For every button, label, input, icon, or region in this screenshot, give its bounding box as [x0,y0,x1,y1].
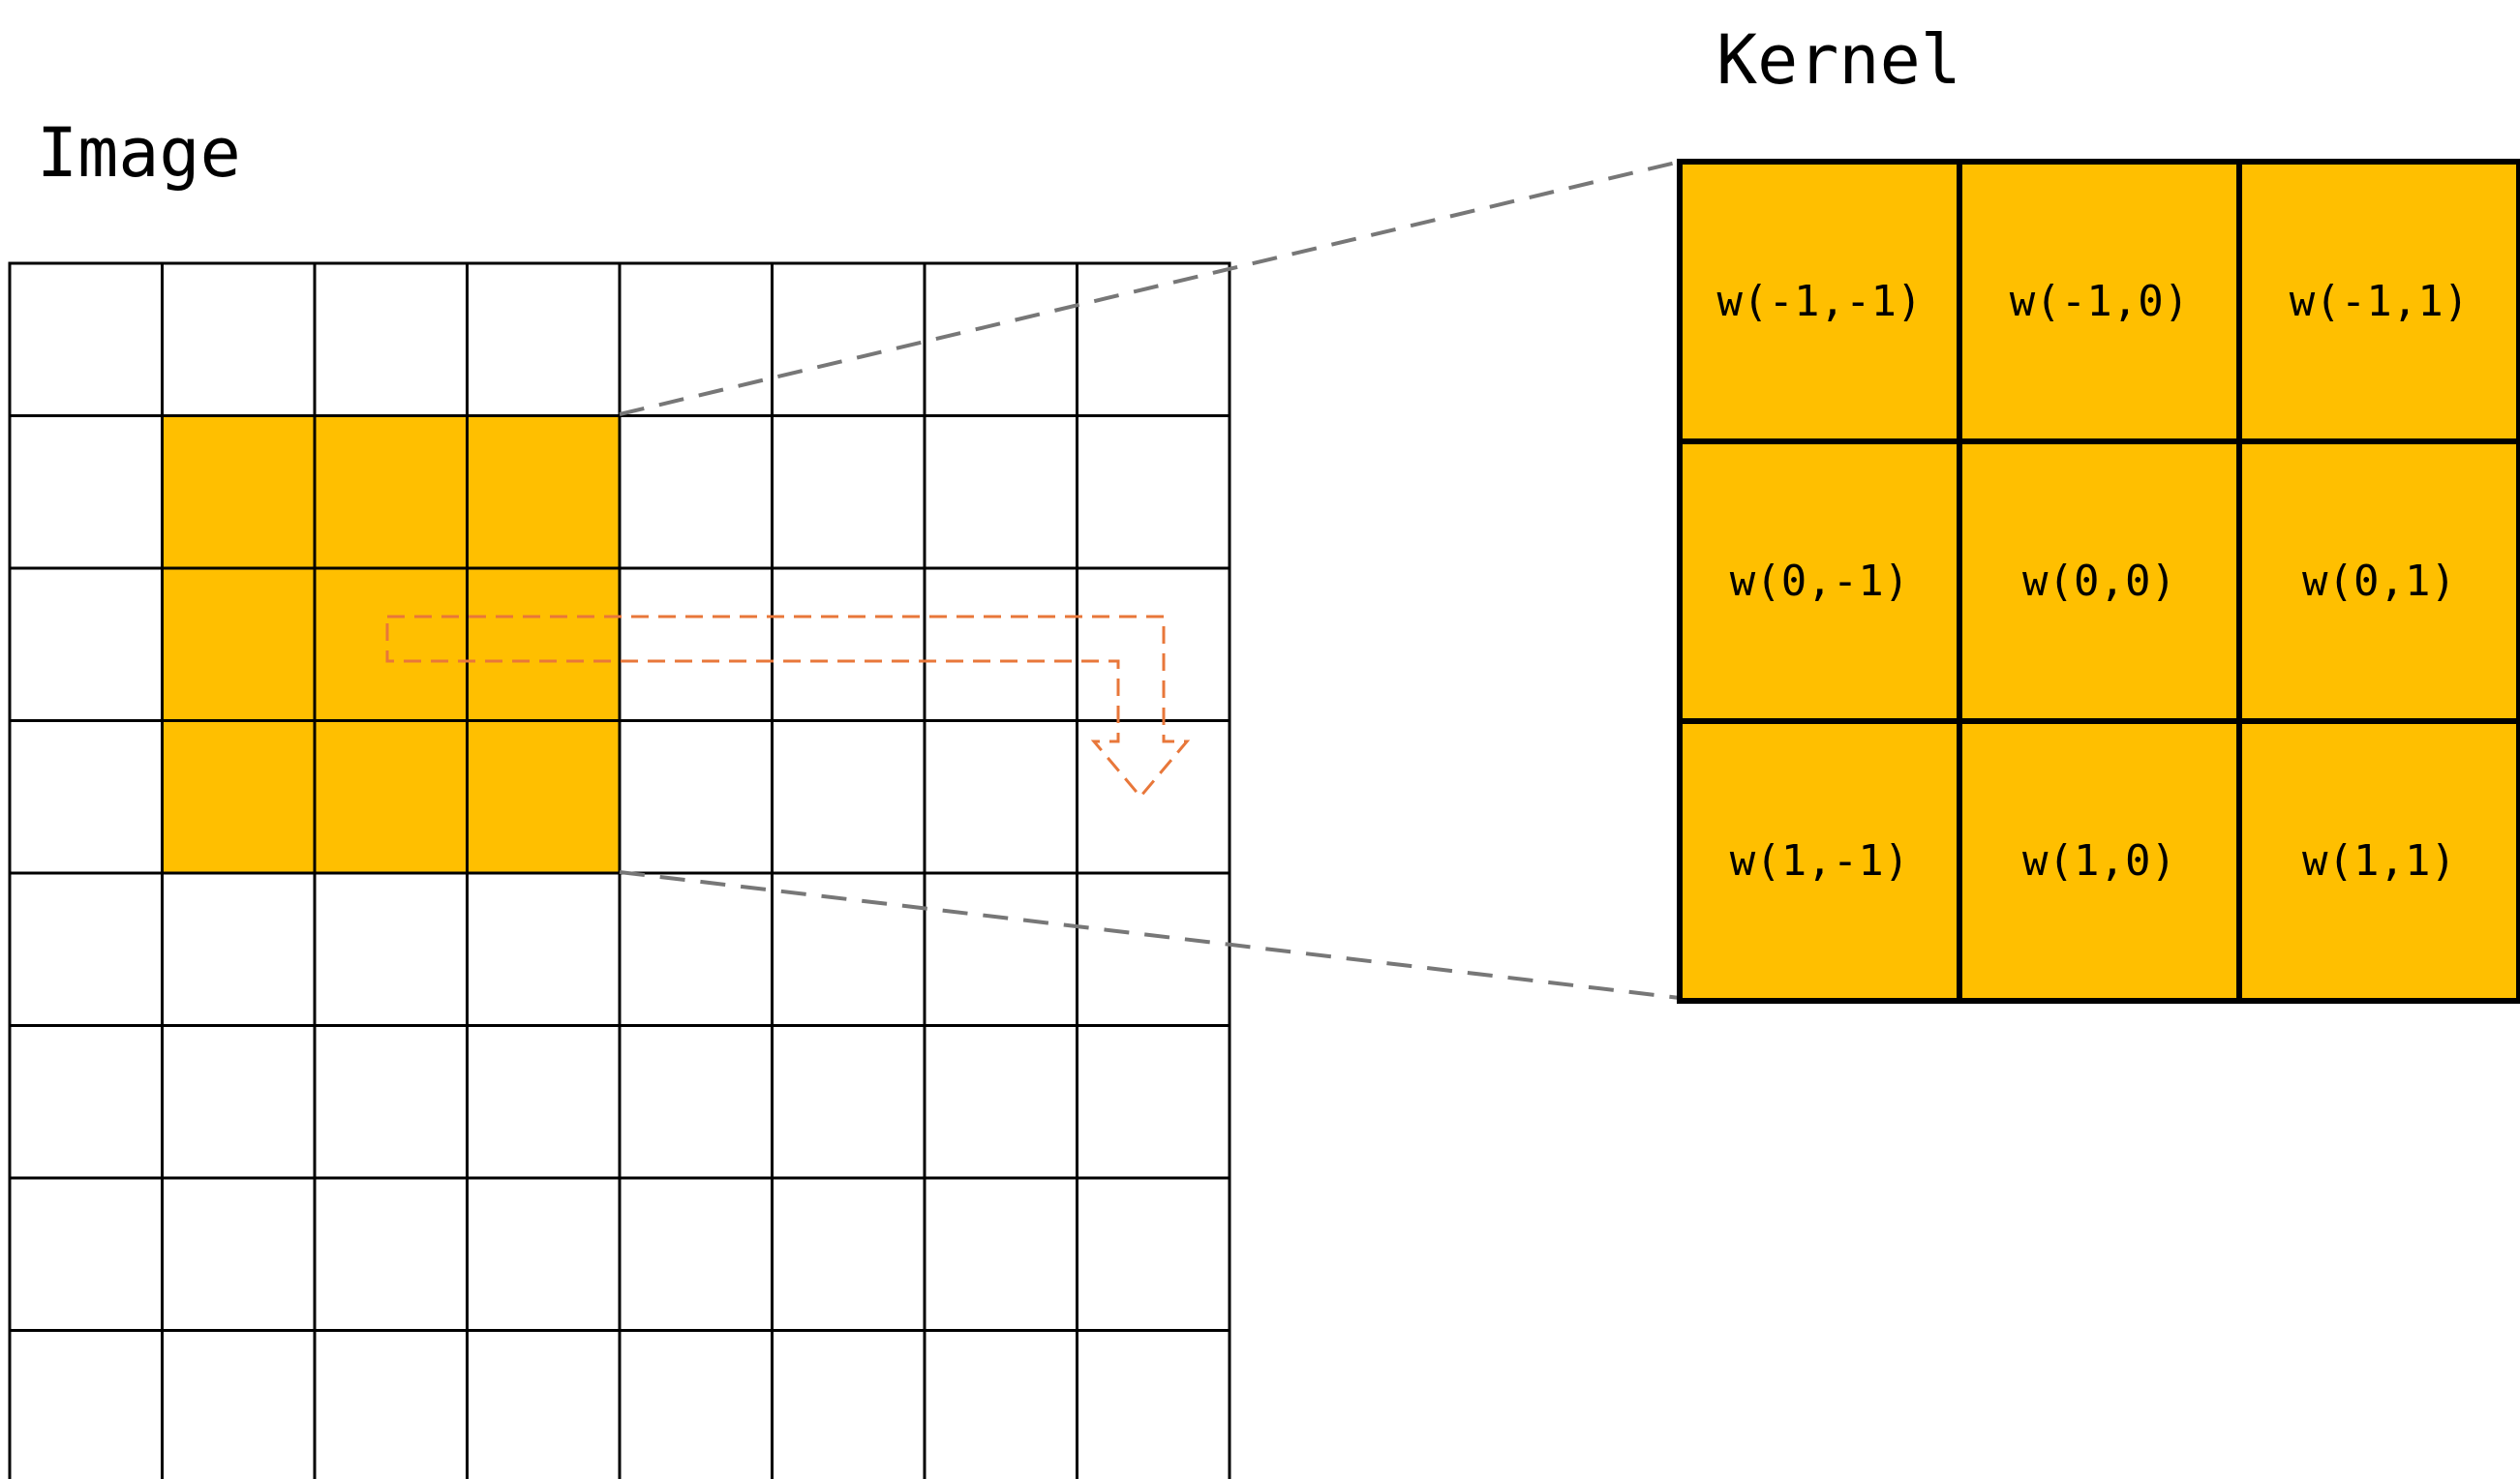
image-cell [161,1329,317,1479]
image-cell [1076,1176,1231,1332]
image-cell [618,1176,774,1332]
kernel-weight-label: w(1,-1) [1730,836,1909,886]
image-cell [466,871,622,1027]
image-cell [313,1024,469,1180]
image-cell [161,871,317,1027]
image-cell [923,1024,1078,1180]
kernel-cell [1677,718,1962,1004]
kernel-grid: w(-1,-1) w(-1,0) w(-1,1) w(0,-1) w(0,0) w(0,1… [1677,159,2520,1004]
image-cell [313,871,469,1027]
image-cell [8,1024,164,1180]
slide-direction-arrow-icon [385,615,1191,800]
image-cell [466,261,622,417]
image-cell [618,261,774,417]
image-cell-highlighted [161,414,317,570]
image-title: Image [37,113,241,193]
image-cell-highlighted [313,414,469,570]
image-cell [161,1176,317,1332]
image-grid [8,261,1231,1479]
connector-line-bottom [619,870,1681,1000]
kernel-weight-label: w(0,0) [2022,557,2176,606]
kernel-weight-label: w(1,0) [2022,836,2176,886]
image-cell [313,261,469,417]
image-cell [771,566,926,722]
image-cell [161,261,317,417]
kernel-weight-label: w(0,-1) [1730,557,1909,606]
image-cell-highlighted [161,719,317,875]
image-cell [771,1176,926,1332]
image-cell [8,414,164,570]
image-cell [771,719,926,875]
image-cell [771,414,926,570]
image-cell [923,1329,1078,1479]
kernel-cell [1957,438,2242,724]
image-cell [313,1329,469,1479]
image-cell [618,414,774,570]
image-cell [618,719,774,875]
image-cell [1076,414,1231,570]
kernel-cell [1957,718,2242,1004]
image-cell-highlighted [466,719,622,875]
kernel-cell [2236,159,2520,444]
kernel-cell [1957,159,2242,444]
image-cell-highlighted [313,719,469,875]
image-cell [8,871,164,1027]
kernel-weight-label: w(1,1) [2302,836,2456,886]
image-cell [1076,1024,1231,1180]
image-cell [1076,1329,1231,1479]
image-cell-highlighted [313,566,469,722]
kernel-weight-label: w(0,1) [2302,557,2456,606]
image-cell [8,719,164,875]
image-cell [771,871,926,1027]
image-cell [771,1329,926,1479]
image-cell [923,261,1078,417]
kernel-title: Kernel [1716,20,1961,100]
image-cell [8,566,164,722]
connector-line-top [619,160,1681,416]
image-cell-highlighted [161,566,317,722]
image-cell [923,719,1078,875]
image-cell [923,566,1078,722]
image-cell [466,1024,622,1180]
image-cell [1076,871,1231,1027]
image-cell [618,871,774,1027]
image-cell [618,1329,774,1479]
image-cell [8,261,164,417]
image-cell [313,1176,469,1332]
image-cell [923,1176,1078,1332]
kernel-weight-label: w(-1,-1) [1717,277,1923,326]
image-cell [771,261,926,417]
kernel-cell [2236,438,2520,724]
image-cell [618,566,774,722]
image-cell [466,1176,622,1332]
image-cell [466,1329,622,1479]
image-cell [8,1176,164,1332]
image-cell [161,1024,317,1180]
kernel-cell [1677,159,1962,444]
image-cell [923,414,1078,570]
image-cell [1076,566,1231,722]
image-cell-highlighted [466,566,622,722]
image-cell [771,1024,926,1180]
kernel-weight-label: w(-1,1) [2290,277,2469,326]
image-cell [1076,719,1231,875]
image-cell [8,1329,164,1479]
image-cell-highlighted [466,414,622,570]
kernel-cell [2236,718,2520,1004]
image-cell [618,1024,774,1180]
image-cell [923,871,1078,1027]
kernel-weight-label: w(-1,0) [2010,277,2189,326]
